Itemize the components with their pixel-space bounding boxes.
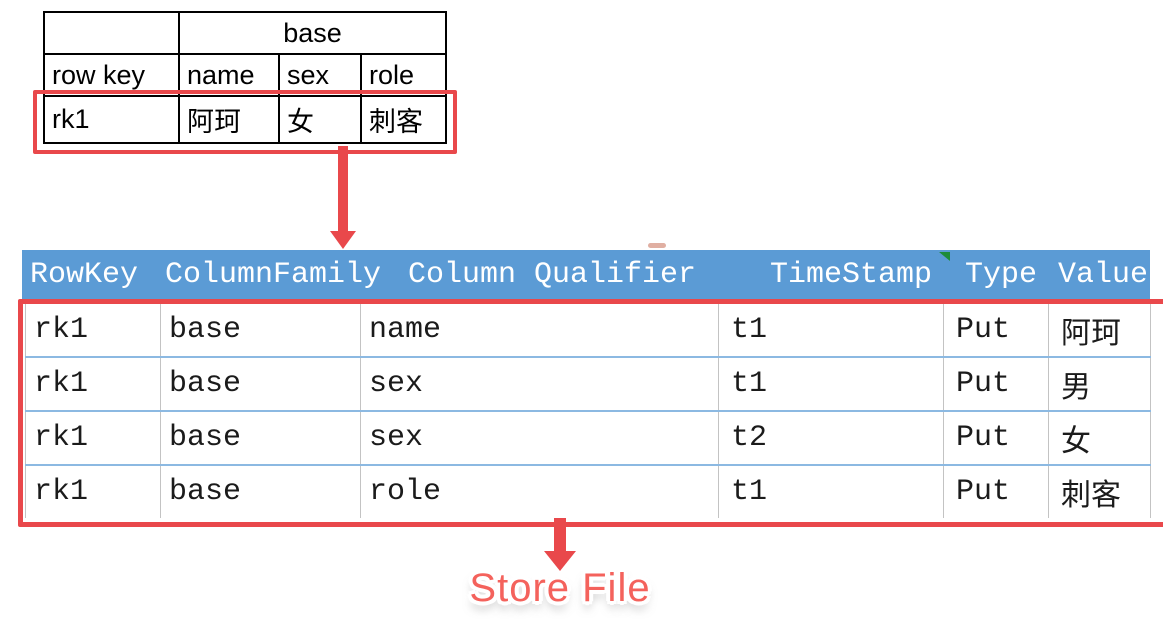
kv-header-columnfamily: ColumnFamily	[165, 258, 382, 292]
kv-cell-type: Put	[943, 304, 1049, 358]
kv-cell-type: Put	[943, 357, 1049, 412]
kv-cell-type: Put	[943, 411, 1049, 466]
kv-cell-rowkey: rk1	[25, 411, 161, 466]
kv-cell-qualifier: sex	[360, 357, 719, 412]
kv-header-column-qualifier: Column Qualifier	[408, 258, 697, 292]
down-arrow-icon	[338, 146, 348, 231]
cell-name: 阿珂	[178, 95, 280, 144]
kv-cell-family: base	[160, 304, 361, 358]
cell-sex: 女	[278, 95, 362, 144]
kv-cell-family: base	[160, 465, 361, 518]
kv-cell-qualifier: name	[360, 304, 719, 358]
kv-cell-family: base	[160, 357, 361, 412]
kv-row: rk1 base name t1 Put 阿珂	[25, 304, 1151, 358]
kv-header-value: Value	[1058, 258, 1149, 292]
empty-corner-cell	[43, 11, 180, 55]
kv-cell-family: base	[160, 411, 361, 466]
down-arrow-icon	[330, 231, 356, 249]
down-arrow-icon	[544, 551, 576, 571]
kv-cell-value: 刺客	[1048, 465, 1151, 518]
kv-cell-qualifier: sex	[360, 411, 719, 466]
kv-header-rowkey: RowKey	[30, 258, 139, 292]
column-family-header-cell: base	[178, 11, 447, 55]
store-file-label: Store File	[469, 566, 651, 610]
kv-cell-rowkey: rk1	[25, 465, 161, 518]
cell-rowkey: rk1	[43, 95, 180, 144]
kv-row: rk1 base sex t1 Put 男	[25, 357, 1151, 412]
kv-cell-timestamp: t2	[718, 411, 944, 466]
kv-cell-timestamp: t1	[718, 357, 944, 412]
kv-cell-value: 男	[1048, 357, 1151, 412]
logical-row-table: base row key name sex role rk1 阿珂 女 刺客	[43, 11, 447, 144]
col-header-rowkey: row key	[43, 53, 180, 97]
kv-cell-timestamp: t1	[718, 304, 944, 358]
kv-table: rk1 base name t1 Put 阿珂 rk1 base sex t1 …	[25, 304, 1151, 518]
col-header-name: name	[178, 53, 280, 97]
kv-row: rk1 base sex t2 Put 女	[25, 411, 1151, 466]
highlight-box-kv-rows	[18, 299, 1163, 527]
kv-cell-rowkey: rk1	[25, 304, 161, 358]
col-header-role: role	[360, 53, 447, 97]
kv-cell-qualifier: role	[360, 465, 719, 518]
kv-cell-timestamp: t1	[718, 465, 944, 518]
highlight-box-source-row	[33, 90, 457, 154]
kv-cell-value: 阿珂	[1048, 304, 1151, 358]
kv-cell-rowkey: rk1	[25, 357, 161, 412]
kv-cell-value: 女	[1048, 411, 1151, 466]
kv-cell-type: Put	[943, 465, 1049, 518]
kv-table-header: RowKey ColumnFamily Column Qualifier Tim…	[22, 250, 1150, 300]
cell-corner-marker-icon	[939, 252, 950, 261]
col-header-sex: sex	[278, 53, 362, 97]
artifact-mark	[648, 243, 666, 248]
cell-role: 刺客	[360, 95, 447, 144]
kv-header-timestamp: TimeStamp	[770, 258, 933, 292]
kv-row: rk1 base role t1 Put 刺客	[25, 465, 1151, 518]
kv-header-type: Type	[965, 258, 1038, 292]
